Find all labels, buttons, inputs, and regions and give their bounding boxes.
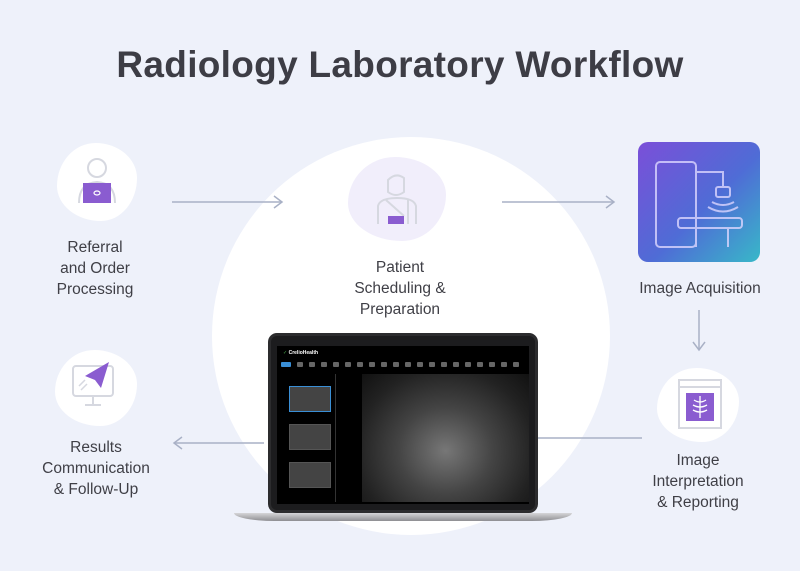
series-thumbnails: [281, 374, 336, 502]
viewer-toolbar: [281, 359, 525, 369]
patient-sling-icon: [377, 174, 417, 224]
step-label-interpretation: Image Interpretation & Reporting: [628, 450, 768, 513]
label-line: Referral: [67, 239, 123, 256]
step-label-referral: Referral and Order Processing: [30, 237, 160, 300]
pacs-viewer: ✓ CrelioHealth: [277, 346, 529, 504]
label-line: Processing: [56, 281, 134, 298]
brand-logo: ✓ CrelioHealth: [283, 350, 319, 356]
brand-text: CrelioHealth: [288, 350, 319, 356]
label-line: Interpretation: [652, 473, 744, 490]
thumbnail: [289, 386, 331, 412]
label-line: Patient: [375, 259, 425, 276]
thumbnail: [289, 424, 331, 450]
results-icon-blob: [55, 350, 137, 426]
mri-scanner-icon: [638, 142, 760, 262]
arrow-line: [530, 437, 642, 439]
arrow-down-icon: [692, 310, 706, 352]
step-label-acquisition: Image Acquisition: [610, 278, 790, 299]
label-line: & Reporting: [657, 494, 739, 511]
label-line: Image Acquisition: [639, 280, 761, 297]
label-line: and Order: [60, 260, 130, 277]
label-line: Image: [676, 452, 720, 469]
xray-monitor-icon: [678, 379, 722, 429]
laptop-screen: ✓ CrelioHealth: [268, 333, 538, 513]
label-line: Results: [70, 439, 122, 456]
arrow-right-icon: [172, 195, 284, 209]
doctor-laptop-icon: [78, 158, 116, 204]
arrow-right-icon: [502, 195, 616, 209]
label-line: Communication: [42, 460, 150, 477]
send-monitor-icon: [72, 362, 114, 406]
label-line: Preparation: [359, 301, 441, 318]
thumbnail: [289, 462, 331, 488]
arrow-left-icon: [172, 436, 264, 450]
page-title: Radiology Laboratory Workflow: [116, 44, 684, 85]
label-line: & Follow-Up: [53, 481, 139, 498]
laptop-base: [234, 513, 572, 521]
step-label-patient: Patient Scheduling & Preparation: [330, 257, 470, 320]
step-label-results: Results Communication & Follow-Up: [26, 437, 166, 500]
label-line: Scheduling &: [354, 280, 446, 297]
mri-scan-image: [362, 374, 529, 502]
